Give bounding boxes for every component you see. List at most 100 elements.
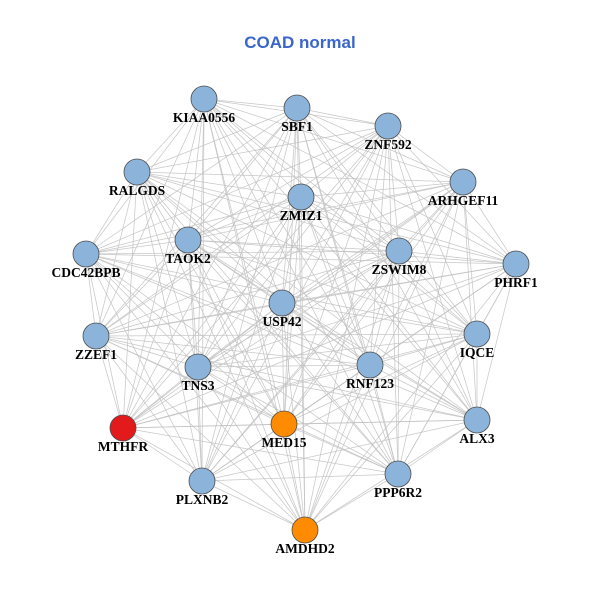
edge (85, 125, 389, 255)
edge (187, 125, 389, 241)
edge (122, 250, 400, 429)
edge (201, 480, 306, 531)
edge (85, 253, 306, 531)
edge (122, 366, 199, 429)
node-label: TNS3 (181, 378, 214, 393)
edge (95, 335, 203, 482)
node-label: AMDHD2 (275, 541, 334, 556)
edge (203, 98, 478, 421)
node-label: RALGDS (109, 183, 165, 198)
node-circle (463, 406, 491, 434)
edge (122, 364, 371, 429)
node-circle (123, 158, 151, 186)
node-label: TAOK2 (165, 251, 211, 266)
edge (136, 171, 400, 252)
edge (85, 107, 298, 255)
node-ppp6r2: PPP6R2 (374, 460, 422, 500)
edge (122, 196, 302, 429)
node-label: MTHFR (98, 439, 148, 454)
edge (197, 366, 399, 475)
edge (397, 419, 478, 475)
edge (203, 98, 302, 198)
edge (122, 427, 399, 475)
edge (85, 196, 302, 255)
edge (136, 171, 189, 241)
edge (397, 181, 464, 475)
edge (136, 171, 478, 421)
edge (300, 196, 478, 421)
edge (296, 107, 399, 475)
node-circle (188, 467, 216, 495)
edge (85, 253, 478, 421)
edge (387, 125, 478, 335)
edge (85, 253, 283, 304)
edge (187, 239, 478, 335)
edge (300, 196, 371, 366)
edge (304, 473, 399, 531)
edge (95, 263, 517, 337)
edge (397, 333, 478, 475)
node-rnf123: RNF123 (346, 351, 394, 391)
edge (122, 239, 189, 429)
edge (462, 181, 517, 265)
node-cdc42bpb: CDC42BPB (51, 240, 121, 280)
edge (304, 333, 478, 531)
node-circle (502, 250, 530, 278)
edge (387, 125, 399, 475)
edge (387, 125, 478, 421)
edge (136, 107, 298, 173)
edge (95, 250, 400, 337)
node-label: KIAA0556 (173, 110, 236, 125)
node-circle (374, 112, 402, 140)
edge (85, 253, 371, 366)
node-amdhd2: AMDHD2 (275, 516, 335, 556)
node-kiaa0556: KIAA0556 (173, 85, 236, 125)
edge (187, 239, 285, 425)
edge (136, 171, 478, 335)
edge (187, 196, 302, 241)
edge (85, 250, 400, 255)
edge (398, 250, 478, 421)
node-circle (449, 168, 477, 196)
edge (187, 107, 298, 241)
edge (95, 125, 389, 337)
node-phrf1: PHRF1 (494, 250, 538, 290)
edge (201, 181, 464, 482)
node-label: ZMIZ1 (280, 208, 323, 223)
edge (398, 250, 478, 335)
node-arhgef11: ARHGEF11 (428, 168, 498, 208)
node-tns3: TNS3 (181, 353, 215, 393)
edge (197, 263, 517, 368)
edge (85, 253, 203, 482)
node-circle (72, 240, 100, 268)
edge (283, 423, 399, 475)
edge (369, 364, 399, 475)
edge (136, 171, 199, 368)
edge (203, 98, 298, 109)
node-taok2: TAOK2 (165, 226, 211, 266)
edge (201, 473, 399, 482)
node-circle (268, 289, 296, 317)
edge (304, 181, 464, 531)
edge (281, 302, 285, 425)
node-alx3: ALX3 (459, 406, 495, 446)
edge (187, 181, 464, 241)
edge (369, 333, 478, 366)
edge (95, 107, 298, 337)
node-circle (356, 351, 384, 379)
edge (85, 253, 399, 475)
edge (197, 364, 371, 368)
node-zmiz1: ZMIZ1 (280, 183, 323, 223)
edge (304, 263, 517, 531)
edge (283, 423, 306, 531)
node-znf592: ZNF592 (364, 112, 412, 152)
edge (197, 366, 306, 531)
edge (136, 171, 283, 304)
node-circle (82, 322, 110, 350)
edge (197, 181, 464, 368)
node-circle (184, 353, 212, 381)
node-label: SBF1 (281, 119, 313, 134)
node-mthfr: MTHFR (98, 414, 148, 454)
node-ralgds: RALGDS (109, 158, 165, 198)
